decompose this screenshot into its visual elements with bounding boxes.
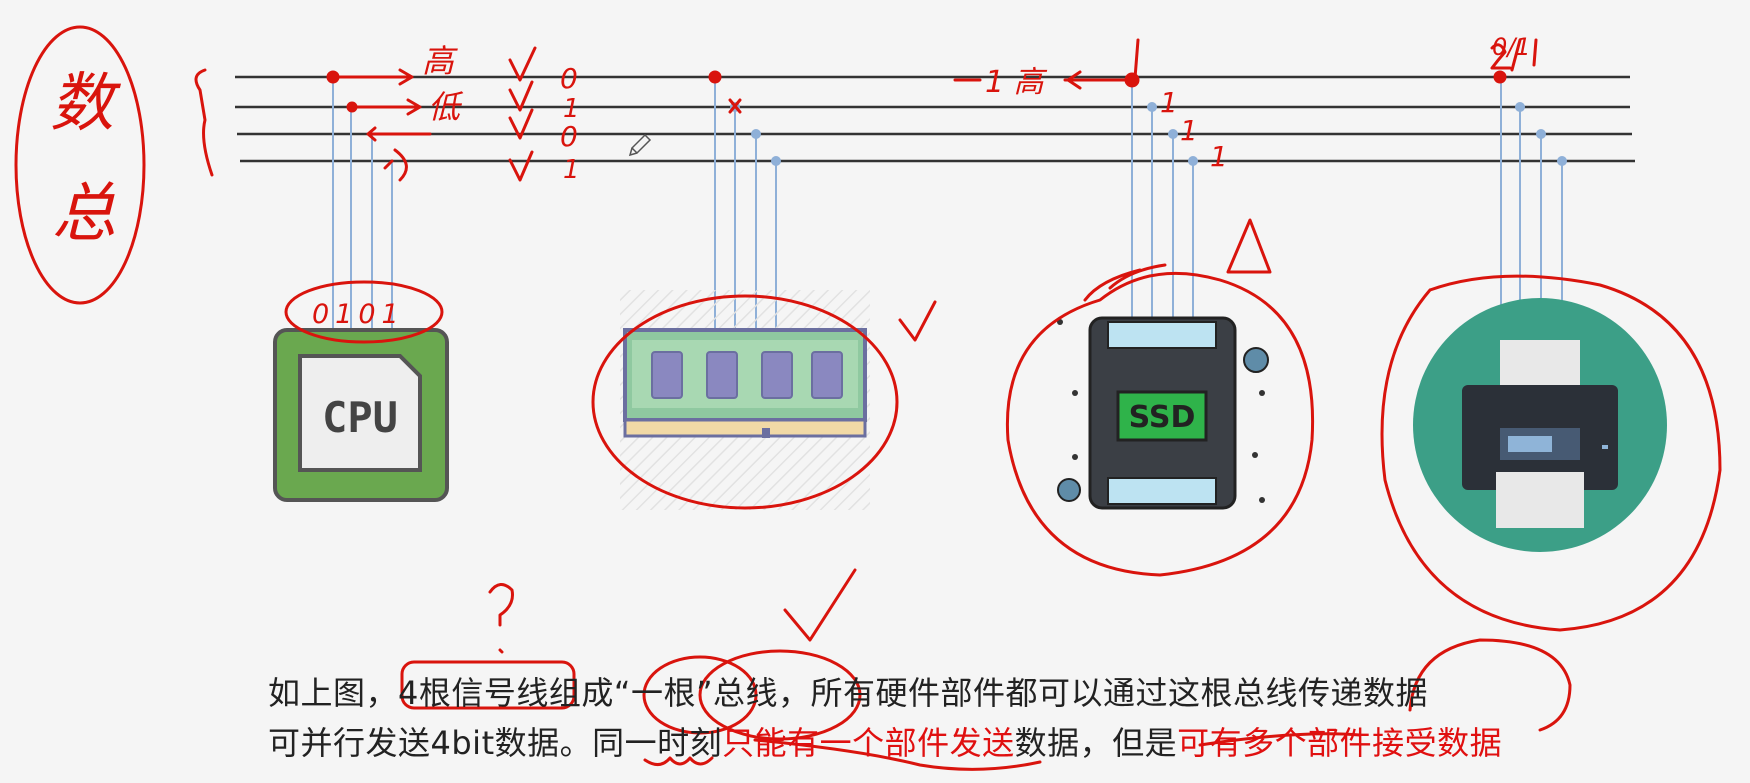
left-char-2: 总 bbox=[52, 177, 116, 251]
label-high: 高 bbox=[422, 42, 458, 80]
caption-circle-quote bbox=[698, 649, 862, 741]
caption-line2-highlight-2: 可有多个部件接受数据 bbox=[1177, 724, 1503, 762]
label-low: 低 bbox=[428, 88, 464, 126]
caption-circle-yigen bbox=[642, 655, 758, 735]
left-brace bbox=[194, 68, 214, 177]
ssd-icon: SSD bbox=[1057, 316, 1269, 510]
cpu-icon: CPU bbox=[273, 328, 449, 502]
printer-value-label: 0/1 bbox=[1492, 33, 1531, 61]
memory-circle bbox=[591, 294, 899, 510]
ssd-scribble bbox=[1083, 263, 1167, 302]
question-mark-label: ? bbox=[486, 612, 492, 623]
ssd-side-label: 1 高 bbox=[985, 65, 1048, 100]
caption-underline-3 bbox=[1198, 732, 1362, 747]
printer-circle bbox=[1380, 274, 1722, 632]
checkmarks bbox=[508, 46, 537, 182]
memory-icon bbox=[620, 290, 870, 510]
caption-line1-part2: 4根信号线组成“一根”总线，所有硬件部件都可以通过这根总线传递数据 bbox=[398, 674, 1429, 712]
cpu-label: CPU bbox=[322, 393, 398, 442]
handwritten-text: 数 总 高 低 0 1 0 1 0101 1 高 1 1 1 0/1 ? bbox=[50, 33, 1531, 623]
left-annotation-circle bbox=[14, 25, 146, 305]
bus-lines bbox=[235, 75, 1635, 163]
caption-line2-highlight-1: 只能有一个部件发送 bbox=[722, 724, 1015, 762]
pencil-cursor-icon bbox=[628, 133, 652, 157]
bit-value-3: 0 bbox=[560, 120, 578, 153]
printer-mark bbox=[1490, 38, 1538, 72]
ssd-line-value-1: 1 bbox=[1160, 86, 1178, 119]
ssd-triangle bbox=[1226, 218, 1272, 274]
handwritten-annotations bbox=[14, 25, 1722, 771]
cpu-bus-arrows bbox=[328, 68, 432, 182]
printer-icon bbox=[1413, 298, 1667, 552]
caption-check bbox=[783, 568, 857, 642]
caption-line-2: 可并行发送4bit数据。同一时刻只能有一个部件发送数据，但是可有多个部件接受数据 bbox=[268, 718, 1688, 764]
ssd-line-value-2: 1 bbox=[1180, 114, 1198, 147]
caption-circle-transfer bbox=[1408, 638, 1572, 732]
ssd-arrow bbox=[953, 38, 1140, 90]
left-char-1: 数 bbox=[50, 67, 122, 141]
bit-value-2: 1 bbox=[563, 94, 580, 124]
caption-line2-part1: 可并行发送4bit数据。同一时刻 bbox=[268, 724, 723, 762]
bit-value-1: 0 bbox=[560, 62, 578, 95]
ssd-label: SSD bbox=[1129, 400, 1196, 435]
caption-underline-2 bbox=[753, 738, 1042, 771]
memory-check bbox=[898, 300, 937, 342]
caption-underline-1 bbox=[643, 756, 714, 766]
ssd-line-value-3: 1 bbox=[1210, 140, 1228, 173]
cpu-bits: 0101 bbox=[312, 299, 405, 330]
ssd-circle bbox=[1005, 271, 1315, 577]
bit-value-4: 1 bbox=[563, 155, 580, 185]
bus-connectors bbox=[332, 77, 1563, 335]
caption-question-mark bbox=[488, 583, 514, 654]
caption-line1-part1: 如上图， bbox=[268, 674, 399, 712]
caption-line2-part3: 数据，但是 bbox=[1014, 724, 1178, 762]
caption-box-4-lines bbox=[400, 660, 576, 710]
cpu-bits-circle bbox=[284, 280, 444, 344]
caption-line-1: 如上图，4根信号线组成“一根”总线，所有硬件部件都可以通过这根总线传递数据 bbox=[268, 668, 1688, 714]
